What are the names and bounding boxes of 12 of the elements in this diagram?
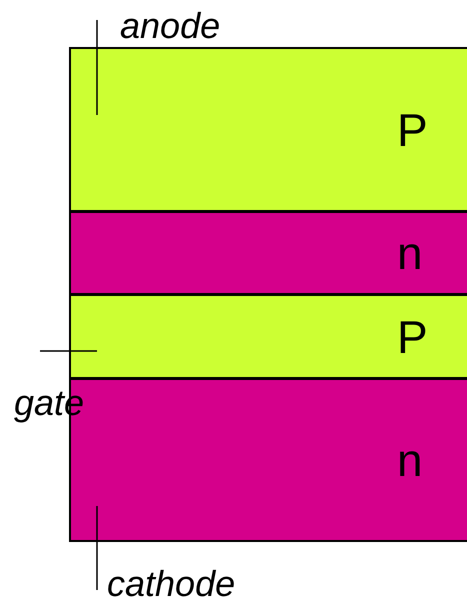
layer-type-label: P — [397, 106, 428, 152]
layer-type-label: P — [397, 314, 428, 360]
layer-type-label: n — [397, 230, 423, 276]
layer-type-label: n — [397, 437, 423, 483]
leader-line — [40, 350, 97, 352]
semiconductor-layer — [69, 294, 467, 379]
leader-line — [96, 506, 98, 590]
terminal-label: cathode — [107, 562, 236, 606]
leader-line — [96, 20, 98, 115]
semiconductor-layer — [69, 211, 467, 295]
semiconductor-layer — [69, 47, 467, 212]
terminal-label: anode — [120, 4, 220, 48]
